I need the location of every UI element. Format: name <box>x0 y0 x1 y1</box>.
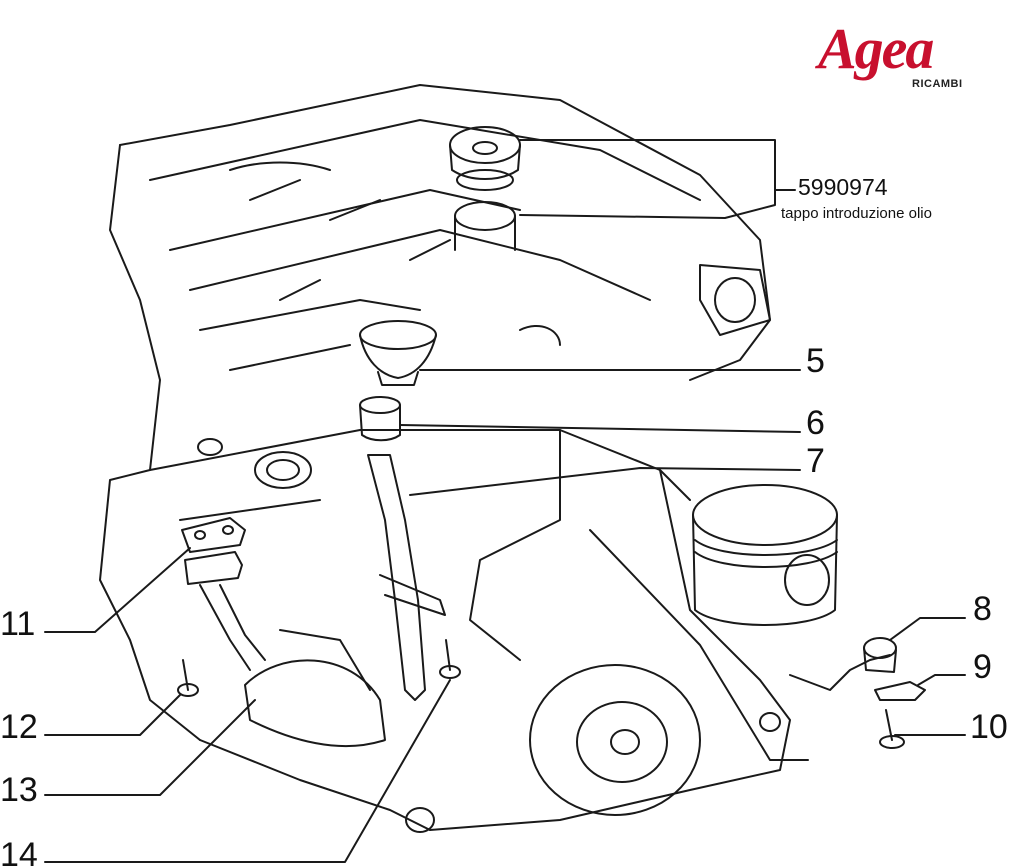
part-8-9-10-drawing <box>177 637 926 749</box>
callout-11: 11 <box>0 605 36 643</box>
part-description-oil-cap: tappo introduzione olio <box>781 205 932 222</box>
part-11-drawing <box>181 517 246 585</box>
part-6-drawing <box>359 396 401 442</box>
callout-6: 6 <box>806 404 825 442</box>
callout-8: 8 <box>973 590 992 628</box>
brand-logo: Agea <box>818 16 934 81</box>
engine-head-outline <box>99 84 791 831</box>
callout-9: 9 <box>973 648 992 686</box>
callout-10: 10 <box>970 708 1008 746</box>
oil-filler-cap-drawing <box>449 126 521 191</box>
leader-lines <box>44 139 966 863</box>
piston-drawing <box>692 484 838 626</box>
part-5-drawing <box>359 320 437 386</box>
callout-5: 5 <box>806 342 825 380</box>
callout-12: 12 <box>0 708 38 746</box>
part-13-drawing <box>199 584 386 748</box>
callout-7: 7 <box>806 442 825 480</box>
part-code-oil-cap: 5990974 <box>798 174 888 200</box>
front-pulley <box>405 664 781 833</box>
cylinder-head-details <box>197 201 771 489</box>
callout-13: 13 <box>0 771 38 809</box>
callout-14: 14 <box>0 836 38 867</box>
part-7-drawing <box>367 454 446 701</box>
brand-logo-sub: RICAMBI <box>912 78 963 90</box>
